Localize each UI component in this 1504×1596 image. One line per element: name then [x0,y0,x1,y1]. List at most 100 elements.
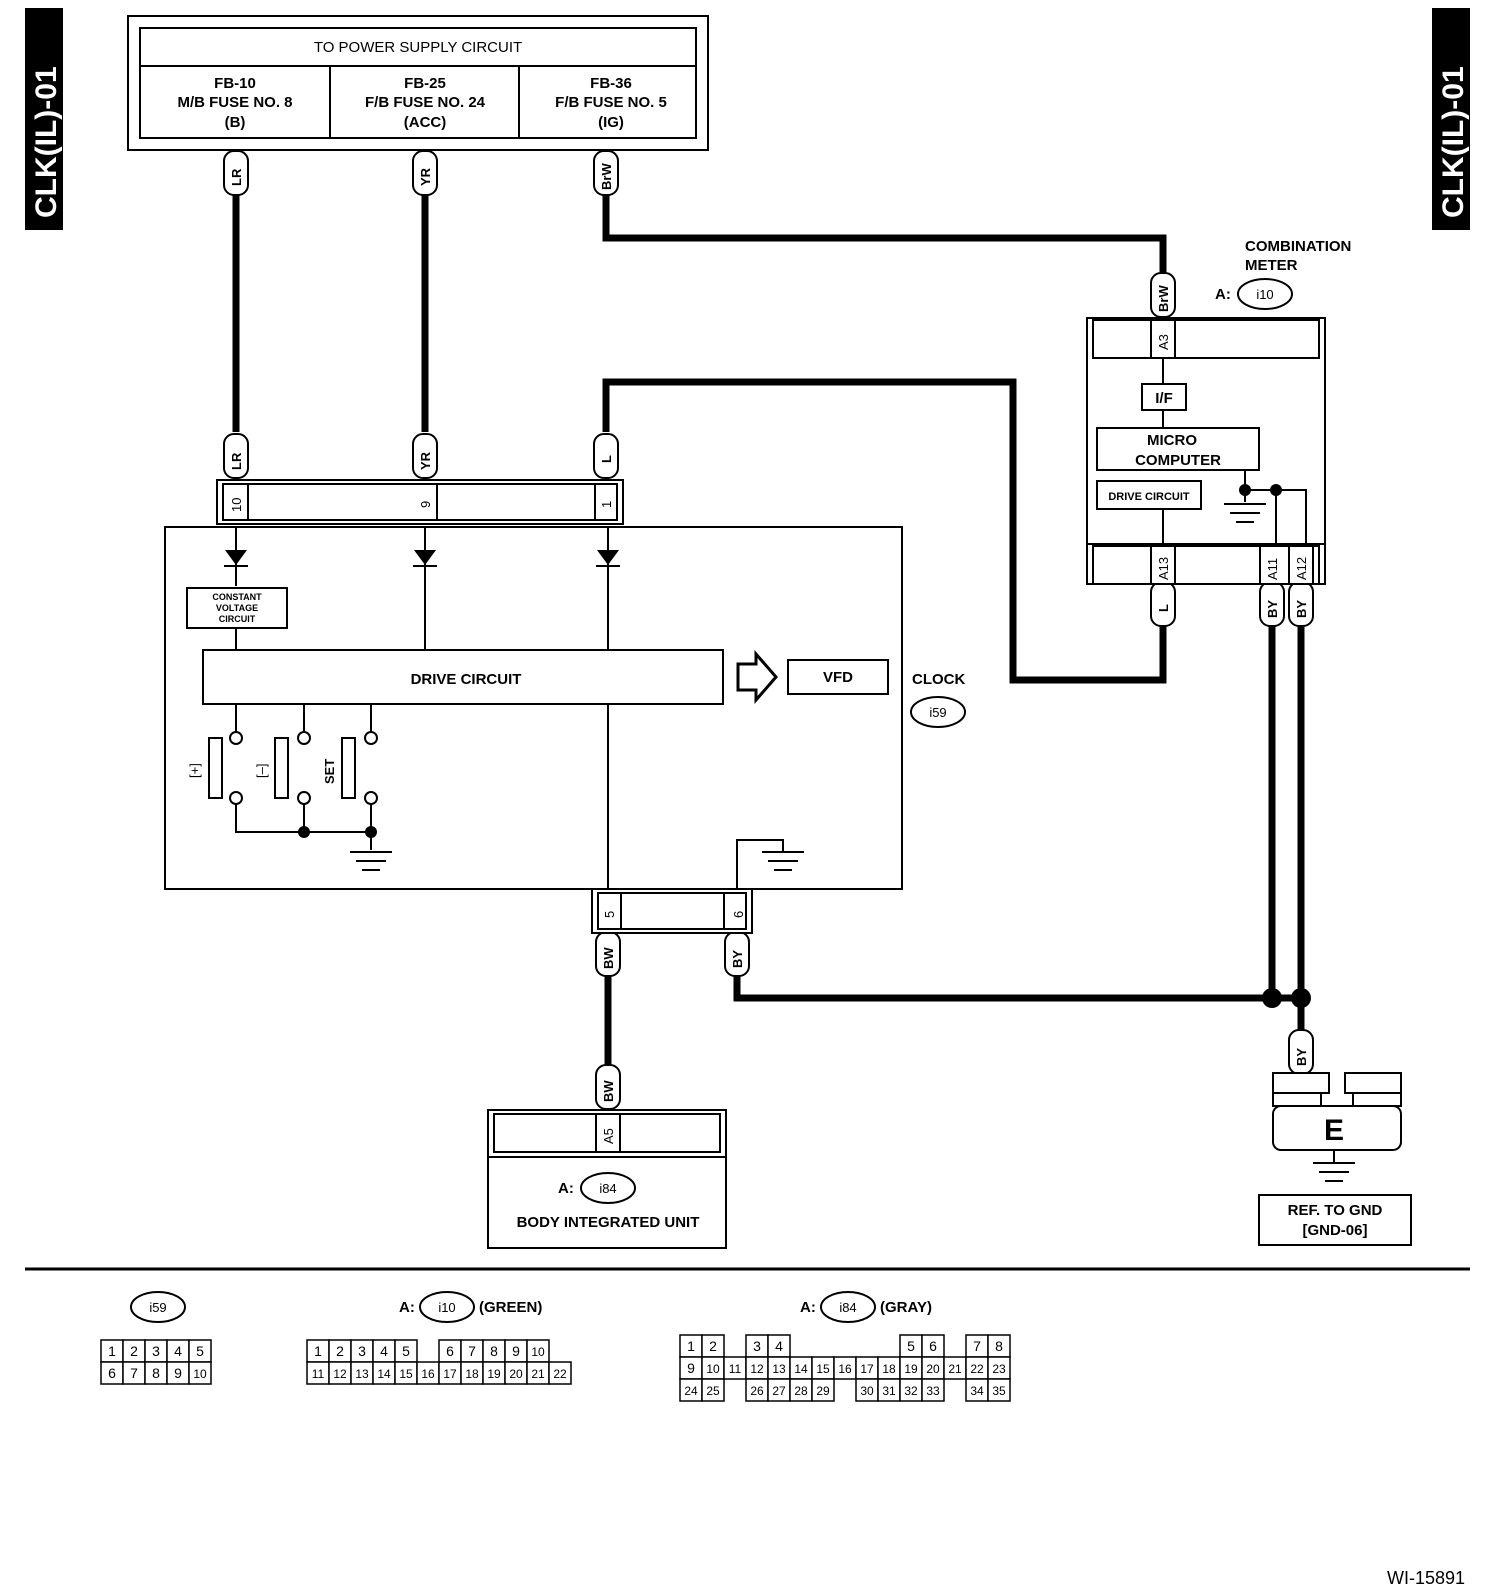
clock-title: CLOCK [912,671,965,688]
svg-text:LR: LR [229,168,244,186]
pin-number: 4 [380,1343,388,1359]
svg-text:i10: i10 [1256,287,1273,302]
pin-number: 25 [706,1384,720,1398]
wire-l [602,378,1167,684]
pin-number: 13 [355,1367,369,1381]
pin-number: 6 [446,1343,454,1359]
connector-view-badge [130,1291,186,1323]
svg-text:A12: A12 [1294,557,1309,580]
pin-number: 15 [399,1367,413,1381]
pin-number: 1 [314,1343,322,1359]
connector-view-badge [419,1291,475,1323]
pin-number: 10 [531,1345,545,1359]
pin-number: 8 [995,1338,1003,1354]
diode-3 [596,527,620,889]
svg-text:BrW: BrW [599,163,614,190]
pin-number: 17 [443,1367,457,1381]
side-tab-left-text: CLK(IL)-01 [30,66,63,218]
connector-view-badge [820,1291,876,1323]
arrow-to-vfd [736,649,778,705]
side-tab-right: CLK(IL)-01 [1432,8,1470,230]
fuse-fb36-type: (IG) [598,114,624,131]
pin-number: 9 [687,1360,695,1376]
clock-pin-6: 6 [731,911,746,918]
svg-text:BY: BY [1294,600,1309,618]
combination-meter-title-2: METER [1245,257,1298,274]
pin-number: 7 [130,1365,138,1381]
svg-text:CONSTANT: CONSTANT [212,592,262,602]
body-integrated-unit: A5 A: i84 BODY INTEGRATED UNIT [487,1109,727,1249]
svg-text:i59: i59 [929,705,946,720]
pin-number: 5 [907,1338,915,1354]
pin-number: 8 [152,1365,160,1381]
svg-text:YR: YR [418,167,433,186]
pin-number: 2 [130,1343,138,1359]
pin-number: 22 [553,1367,567,1381]
pin-number: 27 [772,1384,786,1398]
pin-cell [701,1378,725,1402]
wire-tag-bw-clock: BW [595,931,621,977]
svg-text:A5: A5 [601,1128,616,1144]
pin-number: 7 [973,1338,981,1354]
svg-text:BY: BY [1294,1048,1309,1066]
wire-tag-lr-bottom: LR [223,433,249,479]
pin-cell [548,1361,572,1385]
pin-cell [987,1378,1011,1402]
fuse-fb36-name: F/B FUSE NO. 5 [555,94,667,111]
pin-cell [811,1378,835,1402]
wire-brw [602,195,1167,278]
pin-number: 29 [816,1384,830,1398]
pin-number: 2 [336,1343,344,1359]
pin-number: 11 [729,1362,742,1376]
combination-meter-title-1: COMBINATION [1245,238,1351,255]
svg-text:L: L [1156,604,1171,612]
fuse-fb10-name: M/B FUSE NO. 8 [177,94,292,111]
wires [232,195,1311,1080]
clock-drive-circuit [202,649,724,705]
pin-cell [188,1361,212,1385]
pin-number: 21 [531,1367,545,1381]
pin-number: 35 [992,1384,1006,1398]
power-supply-title: TO POWER SUPPLY CIRCUIT [314,39,522,56]
meter-connector-badge [1237,278,1293,310]
pin-number: 21 [948,1362,962,1376]
wire-tag-l-meter: L [1150,581,1176,627]
clock-pin-9: 9 [418,501,433,508]
wire-tag-lr-top: LR [223,150,249,196]
pin-number: 32 [904,1384,918,1398]
pin-number: 18 [465,1367,479,1381]
ground-symbol-clock-switch [350,851,392,871]
pin-number: 1 [687,1338,695,1354]
pin-number: 5 [196,1343,204,1359]
svg-text:LR: LR [229,452,244,470]
wire-by-clock [733,970,1301,1002]
svg-text:CIRCUIT: CIRCUIT [219,614,256,624]
pin-number: 4 [775,1338,783,1354]
pin-number: 8 [490,1343,498,1359]
diode-1 [224,527,248,586]
pin-cell [921,1378,945,1402]
wire-tag-brw-top: BrW [593,150,619,196]
junction-dot [1291,988,1311,1008]
connector-view-prefix: A: [800,1299,816,1316]
wire-tag-by-a11: BY [1259,581,1285,627]
ground-e: E REF. TO GND [GND-06] [1258,1072,1412,1246]
connector-view-suffix: (GRAY) [880,1299,932,1316]
ground-symbol-clock-internal [736,839,804,889]
svg-text:BW: BW [601,1080,616,1102]
svg-text:VFD: VFD [823,669,853,686]
pin-number: 9 [512,1343,520,1359]
svg-text:A3: A3 [1156,334,1171,350]
pin-number: 16 [421,1367,435,1381]
connector-view-prefix: A: [399,1299,415,1316]
svg-text:[+]: [+] [187,763,202,778]
pin-number: 33 [926,1384,940,1398]
fuse-fb10-id: FB-10 [214,75,256,92]
switch-minus: [–] [254,704,311,838]
pin-number: 14 [377,1367,391,1381]
connector-view-label: i59 [149,1300,166,1315]
side-tab-right-text: CLK(IL)-01 [1437,66,1470,218]
svg-text:A11: A11 [1265,558,1280,580]
pin-number: 10 [706,1362,720,1376]
